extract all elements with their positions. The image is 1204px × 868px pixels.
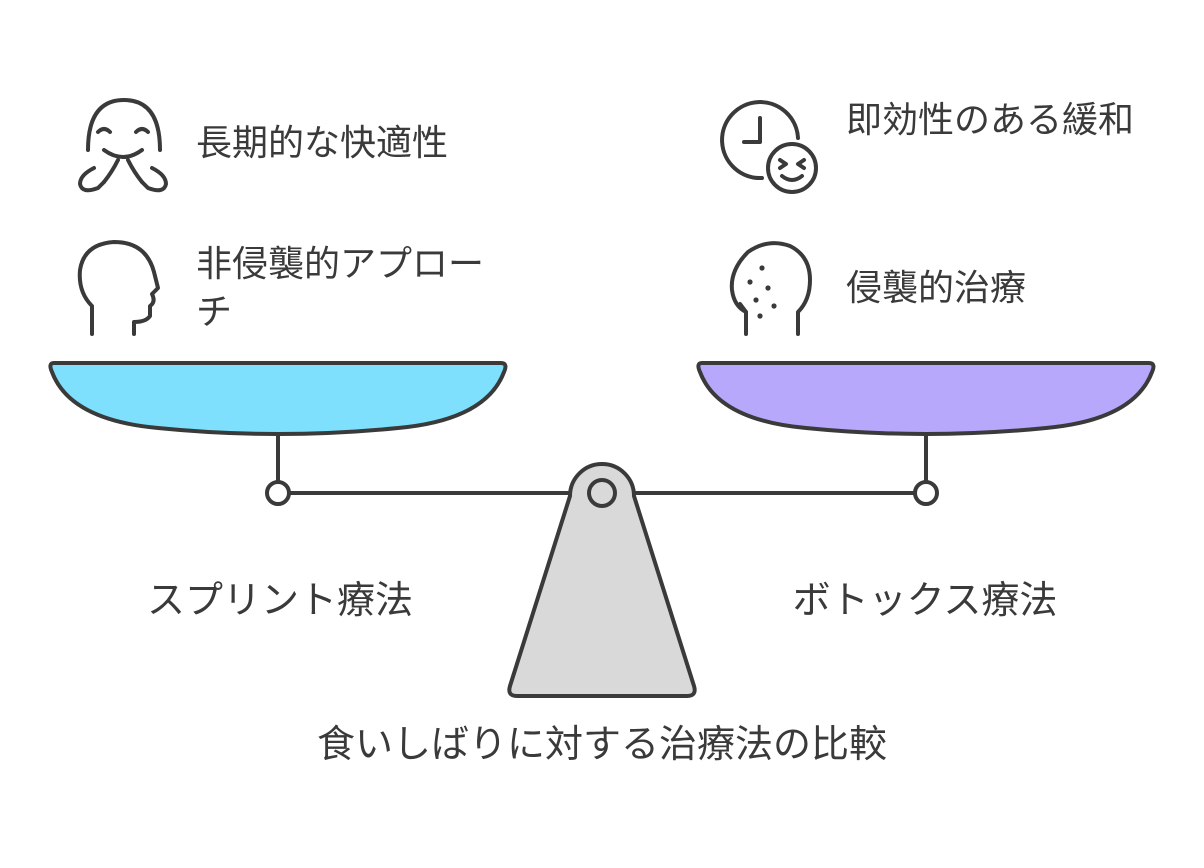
left-benefit-2-label: 非侵襲的アプローチ xyxy=(196,244,485,333)
smiling-face-icon xyxy=(78,98,168,193)
diagram-title: 食いしばりに対する治療法の比較 xyxy=(316,722,887,766)
left-pan xyxy=(48,361,508,436)
injection-dots xyxy=(747,265,777,319)
clock-smiley-icon xyxy=(720,100,818,194)
left-pivot xyxy=(265,480,291,506)
fulcrum-pivot xyxy=(587,478,617,508)
left-benefit-1-label: 長期的な快適性 xyxy=(196,123,449,164)
injected-face-icon xyxy=(729,241,812,336)
right-benefit-2-label: 侵襲的治療 xyxy=(846,268,1027,309)
right-option-name: ボトックス療法 xyxy=(792,578,1058,622)
head-profile-icon xyxy=(77,240,160,336)
right-benefit-1-label: 即効性のある緩和 xyxy=(846,100,1135,141)
left-option-name: スプリント療法 xyxy=(146,578,413,622)
right-pan xyxy=(696,361,1156,436)
right-pivot xyxy=(913,480,939,506)
fulcrum xyxy=(507,462,697,698)
